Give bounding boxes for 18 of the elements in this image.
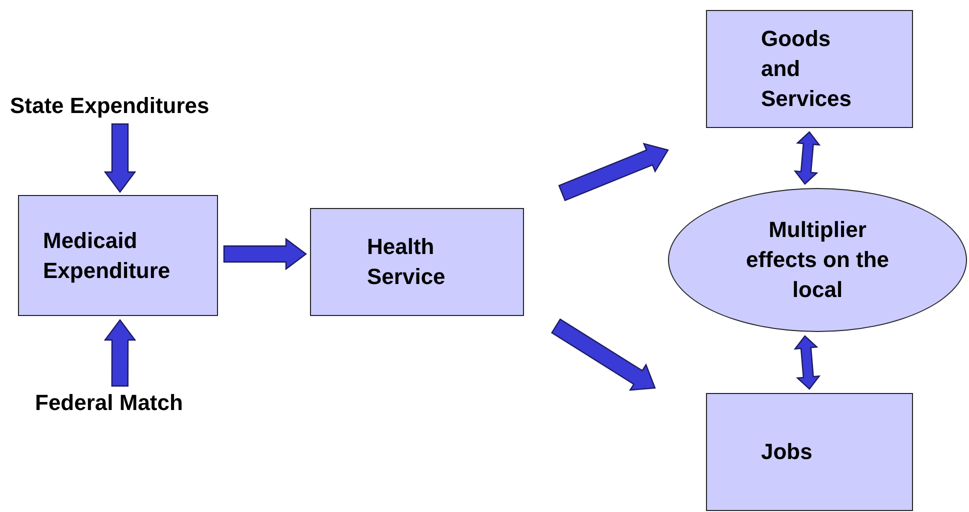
block-arrow	[104, 123, 136, 193]
node-label: Multiplier effects on the local	[744, 216, 890, 304]
process-box	[310, 208, 524, 316]
label-text: Federal Match	[35, 388, 225, 416]
process-box	[706, 393, 913, 511]
process-box	[706, 10, 913, 128]
double-block-arrow	[794, 335, 821, 390]
label-text: State Expenditures	[10, 91, 260, 119]
block-arrow	[104, 319, 136, 387]
double-block-arrow	[794, 131, 821, 185]
block-arrow	[223, 238, 307, 270]
node-label: Goods and Services	[761, 25, 853, 113]
node-label: Health Service	[367, 233, 446, 291]
process-box	[18, 195, 218, 316]
node-label: Medicaid Expenditure	[43, 226, 172, 285]
block-arrow	[550, 318, 656, 391]
node-label: Jobs	[761, 438, 812, 466]
block-arrow	[558, 142, 669, 202]
